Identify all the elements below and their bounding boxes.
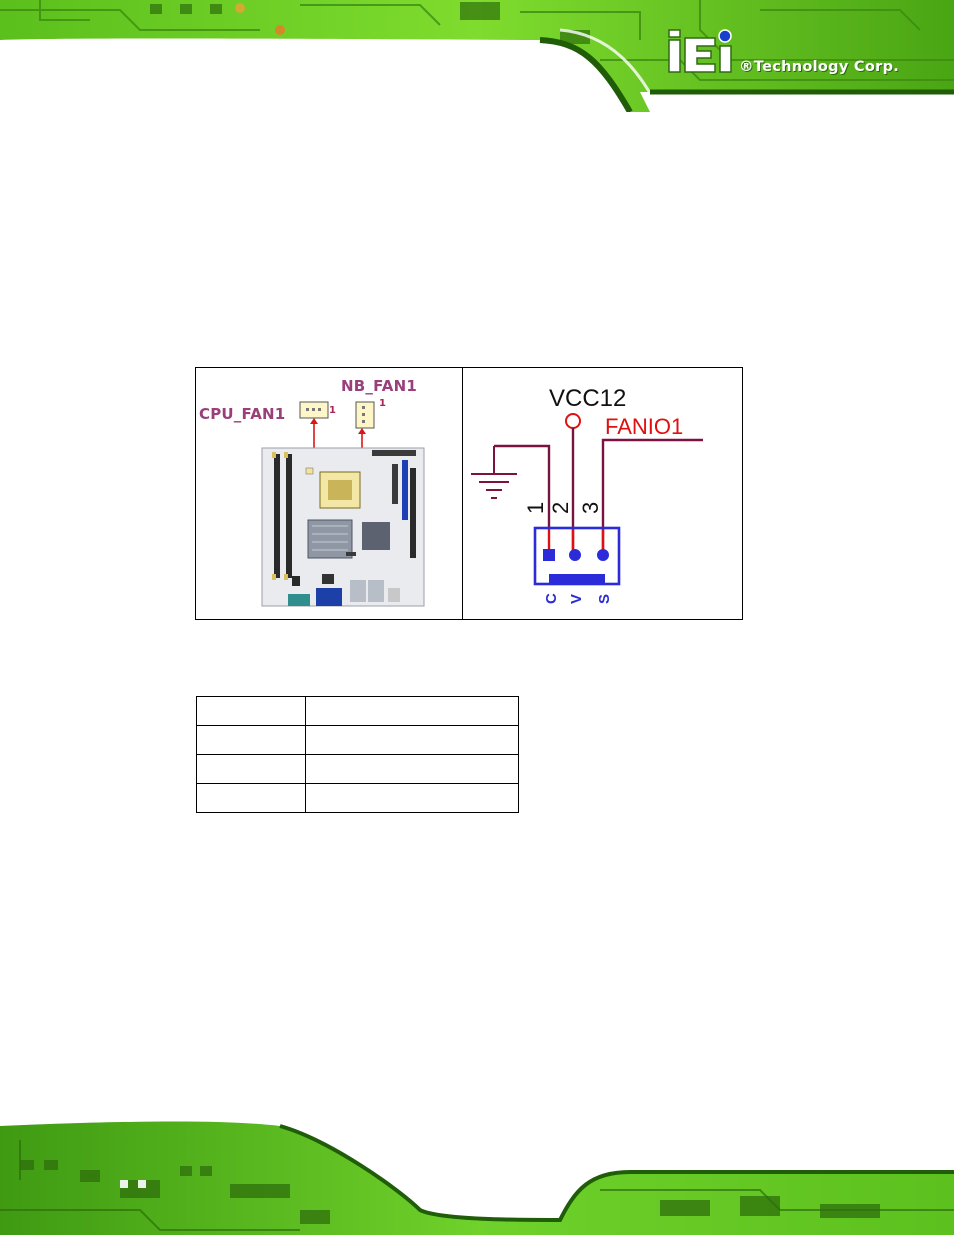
- pin-number-2: 2: [548, 502, 573, 514]
- nb-fan-pin1-mark: 1: [379, 398, 386, 409]
- pin-number-1: 1: [523, 502, 548, 514]
- ground-symbol: [471, 446, 517, 499]
- fanio1-net-label: FANIO1: [605, 414, 683, 439]
- pinout-table: [196, 696, 519, 813]
- pin3-round-pad: [597, 549, 609, 561]
- iei-logo-mark: [668, 29, 732, 73]
- fan-connector-schematic: VCC12 FANIO1 1: [471, 385, 703, 604]
- pin-name-s: S: [596, 594, 613, 604]
- pin-name-c: C: [543, 593, 560, 604]
- vcc-terminal-symbol: [565, 413, 581, 429]
- table-cell: [305, 783, 519, 813]
- pin2-round-pad: [569, 549, 581, 561]
- pin1-square-pad: [543, 549, 555, 561]
- table-row: [196, 754, 519, 784]
- table-cell: [196, 783, 306, 813]
- table-cell: [305, 754, 519, 784]
- cpu-fan-pin1-mark: 1: [329, 405, 336, 416]
- pin-name-v: V: [568, 594, 585, 604]
- table-cell: [196, 754, 306, 784]
- table-cell: [196, 696, 306, 726]
- company-logo: ®Technology Corp.: [665, 28, 925, 88]
- board-location-panel: NB_FAN1 CPU_FAN1 1 1: [196, 368, 462, 619]
- schematic-panel: VCC12 FANIO1 1: [463, 368, 742, 619]
- fan-connector-figure: NB_FAN1 CPU_FAN1 1 1: [195, 367, 743, 620]
- circuit-board-header-art: [0, 0, 954, 114]
- company-tagline: ®Technology Corp.: [739, 59, 900, 75]
- table-cell: [196, 725, 306, 755]
- table-row: [196, 783, 519, 813]
- pin-number-3: 3: [578, 502, 603, 514]
- cpu-fan-label: CPU_FAN1: [199, 405, 286, 423]
- connector-key: [549, 574, 605, 584]
- footer-banner: [0, 1119, 954, 1235]
- header-banner: ®Technology Corp.: [0, 0, 954, 114]
- schematic-wires: [494, 428, 703, 554]
- table-cell: [305, 725, 519, 755]
- figure-divider: [462, 368, 463, 619]
- nb-fan-label: NB_FAN1: [341, 377, 418, 395]
- table-row: [196, 725, 519, 755]
- vcc12-net-label: VCC12: [549, 385, 626, 412]
- motherboard-illustration: [261, 401, 425, 607]
- circuit-board-footer-art: [0, 1119, 954, 1235]
- table-cell: [305, 696, 519, 726]
- table-row: [196, 696, 519, 726]
